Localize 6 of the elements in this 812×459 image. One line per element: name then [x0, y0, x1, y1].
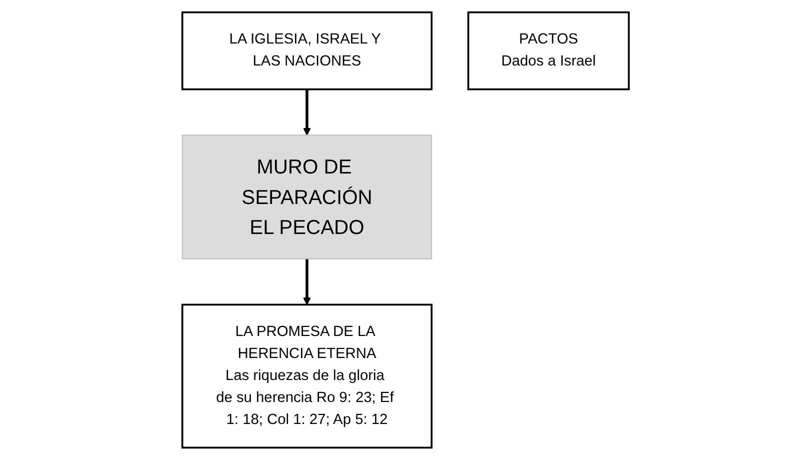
arrow [303, 88, 312, 135]
node-box [468, 10, 630, 90]
node-box [182, 10, 433, 90]
node-box [182, 303, 433, 448]
node-box [182, 134, 432, 259]
arrow [303, 258, 312, 305]
